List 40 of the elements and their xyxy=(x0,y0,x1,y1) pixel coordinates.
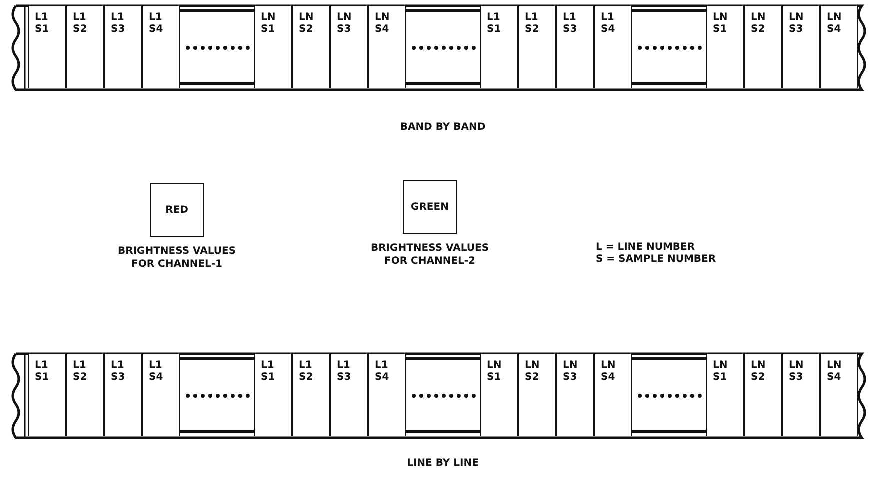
key-text: S = SAMPLE NUMBER xyxy=(596,254,716,266)
sample-cell: LN S1 xyxy=(706,354,744,436)
sample-cell: L1 S3 xyxy=(556,6,594,88)
channel-box: RED xyxy=(150,183,204,237)
sample-cell: L1 S1 xyxy=(28,6,66,88)
section-caption: LINE BY LINE xyxy=(406,458,480,470)
key-text: L = LINE NUMBER xyxy=(596,242,696,254)
sample-cell: L1 S1 xyxy=(254,354,292,436)
sample-cell: LN S4 xyxy=(820,354,858,436)
sample-cell: LN S2 xyxy=(744,354,782,436)
sample-cell: LN S3 xyxy=(782,6,820,88)
sample-cell: L1 S4 xyxy=(142,6,180,88)
sample-cell: L1 S3 xyxy=(104,354,142,436)
sample-cell: L1 S3 xyxy=(104,6,142,88)
caption-text: BRIGHTNESS VALUES FOR CHANNEL-2 xyxy=(370,242,490,268)
section-caption: BAND BY BAND xyxy=(399,122,487,134)
sample-cell: L1 S1 xyxy=(480,6,518,88)
sample-cell: L1 S3 xyxy=(330,354,368,436)
sample-cell: LN S3 xyxy=(556,354,594,436)
sample-cell: L1 S4 xyxy=(594,6,632,88)
sample-cell: L1 S4 xyxy=(368,354,406,436)
sample-cell: L1 S2 xyxy=(292,354,330,436)
sample-cell: LN S3 xyxy=(782,354,820,436)
sample-cell: LN S1 xyxy=(480,354,518,436)
sample-cell: L1 S1 xyxy=(28,354,66,436)
sample-cell: LN S2 xyxy=(744,6,782,88)
channel-box: GREEN xyxy=(403,180,457,234)
sample-cell: LN S1 xyxy=(706,6,744,88)
sample-cell: L1 S4 xyxy=(142,354,180,436)
sample-cell: LN S4 xyxy=(594,354,632,436)
sample-cell: LN S2 xyxy=(518,354,556,436)
caption-text: BRIGHTNESS VALUES FOR CHANNEL-1 xyxy=(117,245,237,271)
sample-cell: LN S4 xyxy=(820,6,858,88)
sample-cell: L1 S2 xyxy=(518,6,556,88)
sample-cell: LN S4 xyxy=(368,6,406,88)
sample-cell: L1 S2 xyxy=(66,354,104,436)
sample-cell: LN S3 xyxy=(330,6,368,88)
sample-cell: LN S2 xyxy=(292,6,330,88)
sample-cell: LN S1 xyxy=(254,6,292,88)
sample-cell: L1 S2 xyxy=(66,6,104,88)
